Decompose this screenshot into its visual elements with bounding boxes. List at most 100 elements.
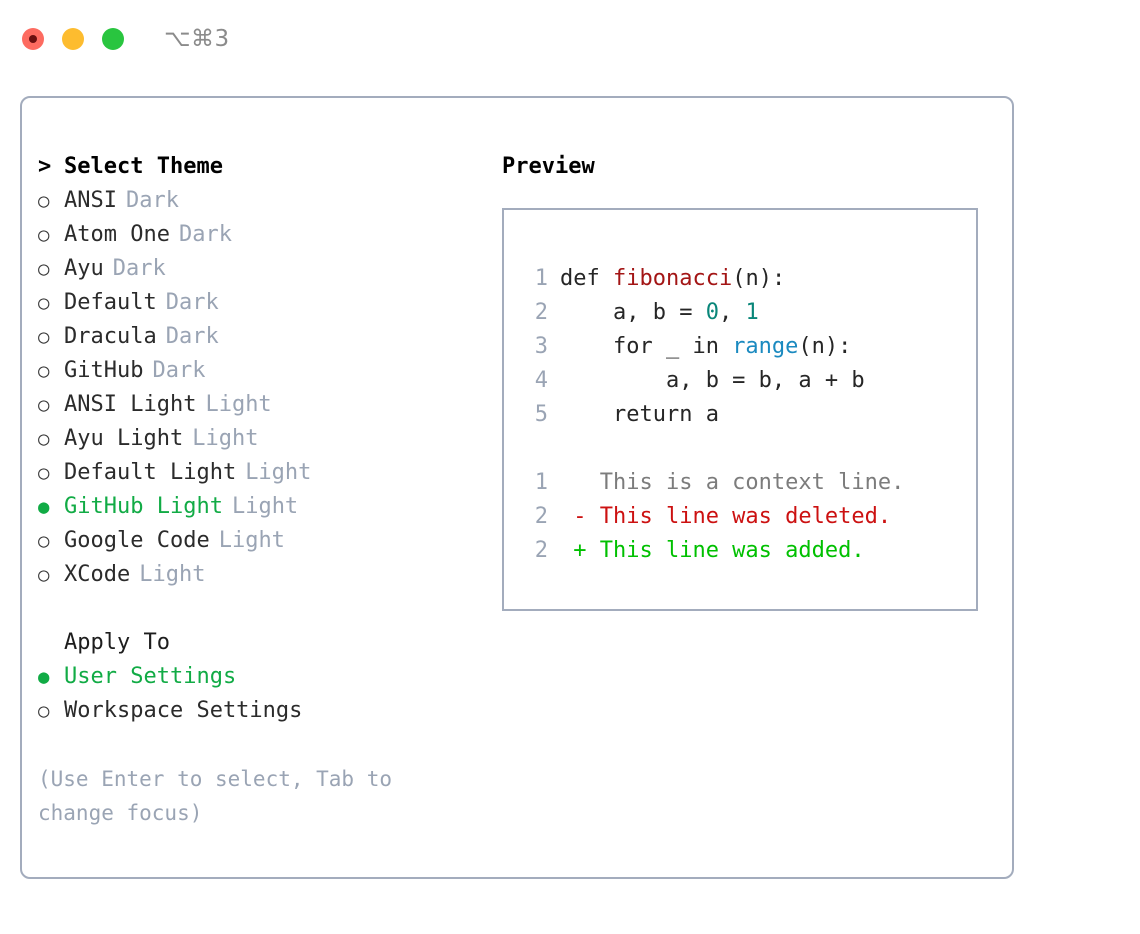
apply-to-option-label: User Settings [64,664,237,689]
prompt-caret-icon: > [38,154,52,179]
theme-option-label: Ayu [64,256,104,281]
theme-option-label: Default Light [64,460,237,485]
radio-selected-icon: ● [38,666,50,688]
theme-option[interactable]: ○ Default Light Light [38,456,508,490]
radio-unselected-icon: ○ [38,224,50,246]
code-line: 3 for _ in range(n): [522,330,976,364]
radio-unselected-icon: ○ [38,258,50,280]
theme-variant-label: Light [192,426,259,451]
line-number: 3 [534,334,548,359]
preview-heading: Preview [502,154,595,179]
radio-unselected-icon: ○ [38,564,50,586]
theme-option[interactable]: ○ Ayu Dark [38,252,508,286]
radio-unselected-icon: ○ [38,462,50,484]
radio-unselected-icon: ○ [38,428,50,450]
theme-variant-label: Dark [125,188,179,213]
apply-to-option[interactable]: ○ Workspace Settings [38,694,508,728]
diff-line: 2 + This line was added. [522,534,976,568]
line-number: 1 [534,266,548,291]
code-line: 4 a, b = b, a + b [522,364,976,398]
theme-option[interactable]: ○ XCode Light [38,558,508,592]
theme-option-label: Google Code [64,528,210,553]
theme-option-label: Ayu Light [64,426,184,451]
code-token: a, b = [560,300,706,325]
radio-unselected-icon: ○ [38,394,50,416]
theme-option[interactable]: ○ Ayu Light Light [38,422,508,456]
code-line: 2 a, b = 0, 1 [522,296,976,330]
line-number: 2 [534,538,548,563]
line-number: 1 [534,470,548,495]
theme-option-label: Dracula [64,324,157,349]
keyboard-hint-text: (Use Enter to select, Tab to change focu… [38,767,405,825]
list-spacer [38,592,508,626]
theme-variant-label: Light [205,392,272,417]
code-line: 5 return a [522,398,976,432]
diff-line-text: - This line was deleted. [560,504,892,529]
code-token: return a [560,402,719,427]
code-token: a, b = b, a + b [560,368,865,393]
theme-option-label: ANSI Light [64,392,197,417]
theme-option-label: GitHub Light [64,494,223,519]
theme-option-label: Default [64,290,157,315]
radio-unselected-icon: ○ [38,292,50,314]
radio-unselected-icon: ○ [38,530,50,552]
code-token: for _ in [560,334,733,359]
theme-variant-label: Light [231,494,299,519]
line-number: 2 [534,300,548,325]
theme-option-label: XCode [64,562,131,587]
theme-variant-label: Dark [165,290,219,315]
theme-option[interactable]: ○ Google Code Light [38,524,508,558]
code-token: fibonacci [612,266,733,291]
apply-to-option[interactable]: ● User Settings [38,660,508,694]
theme-option[interactable]: ○ Default Dark [38,286,508,320]
apply-to-heading: Apply To [64,630,170,655]
theme-variant-label: Dark [152,358,206,383]
line-number: 2 [534,504,548,529]
theme-variant-label: Light [218,528,285,553]
apply-to-option-label: Workspace Settings [64,698,303,723]
theme-option[interactable]: ○ GitHub Dark [38,354,508,388]
diff-line: 1 This is a context line. [522,466,976,500]
apply-to-list: ● User Settings ○ Workspace Settings [38,660,508,728]
line-number: 5 [534,402,548,427]
theme-variant-label: Light [245,460,312,485]
diff-sample: 1 This is a context line.2 - This line w… [522,466,976,568]
radio-selected-icon: ● [38,496,50,518]
minimize-button-icon[interactable] [62,28,84,50]
theme-option[interactable]: ○ ANSI Light Light [38,388,508,422]
code-line: 1 def fibonacci(n): [522,262,976,296]
code-token: , [718,300,746,325]
code-token: (n): [732,266,786,291]
maximize-button-icon[interactable] [102,28,124,50]
theme-option[interactable]: ● GitHub Light Light [38,490,508,524]
diff-line-text: This is a context line. [560,470,905,495]
code-token: 1 [745,300,759,325]
window-controls [22,28,124,50]
code-token: 0 [705,300,719,325]
theme-variant-label: Dark [178,222,232,247]
theme-variant-label: Dark [112,256,166,281]
theme-option-label: Atom One [64,222,170,247]
close-button-icon[interactable] [22,28,44,50]
radio-unselected-icon: ○ [38,700,50,722]
theme-option-label: GitHub [64,358,144,383]
diff-line: 2 - This line was deleted. [522,500,976,534]
code-token: range [732,334,799,359]
theme-option[interactable]: ○ Atom One Dark [38,218,508,252]
theme-variant-label: Light [139,562,206,587]
select-theme-heading: >Select Theme [38,150,508,184]
code-token: def [560,266,613,291]
theme-option-label: ANSI [64,188,117,213]
line-number: 4 [534,368,548,393]
radio-unselected-icon: ○ [38,360,50,382]
title-bar: ⌥⌘3 [0,0,1140,78]
